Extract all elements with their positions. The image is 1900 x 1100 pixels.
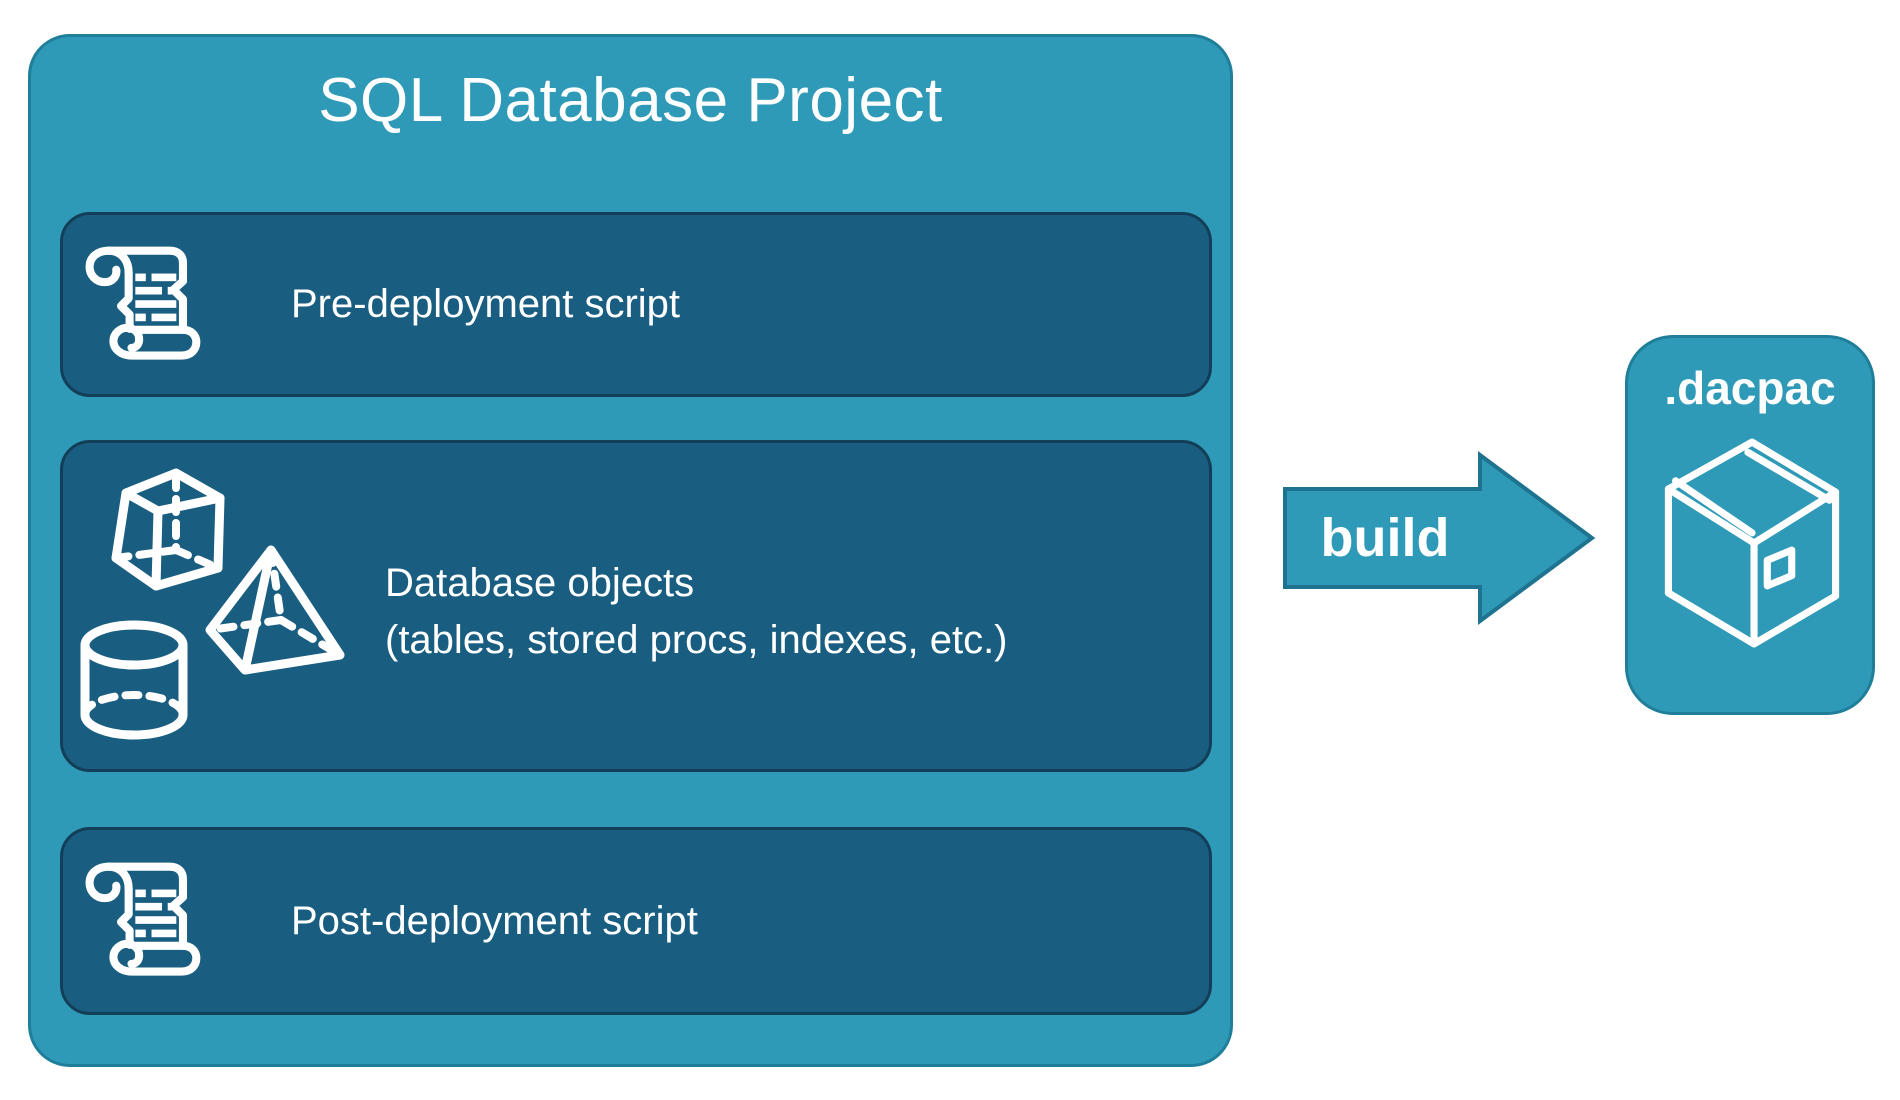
- project-box: SQL Database Project Pre-deployment scri…: [28, 34, 1233, 1067]
- package-icon: [1664, 438, 1840, 648]
- scroll-icon: [85, 246, 201, 360]
- project-title: SQL Database Project: [318, 66, 943, 135]
- 3d-shapes-icon: [80, 468, 345, 740]
- panel-label-group: Database objects (tables, stored procs, …: [385, 555, 1008, 669]
- panel-label: Database objects: [385, 561, 695, 605]
- dacpac-box: .dacpac: [1625, 335, 1875, 715]
- build-label: build: [1320, 508, 1450, 568]
- scroll-icon: [85, 862, 201, 976]
- dacpac-title: .dacpac: [1664, 362, 1836, 414]
- panel-label: Pre-deployment script: [291, 282, 681, 326]
- build-arrow-shape: [1283, 451, 1596, 625]
- build-arrow: [1283, 451, 1596, 625]
- panel-label: Post-deployment script: [291, 898, 698, 943]
- panel-sublabel: (tables, stored procs, indexes, etc.): [385, 618, 1008, 662]
- panel-pre-deployment: Pre-deployment script: [60, 212, 1212, 397]
- panel-database-objects: Database objects (tables, stored procs, …: [60, 440, 1212, 772]
- panel-post-deployment: Post-deployment script: [60, 827, 1212, 1015]
